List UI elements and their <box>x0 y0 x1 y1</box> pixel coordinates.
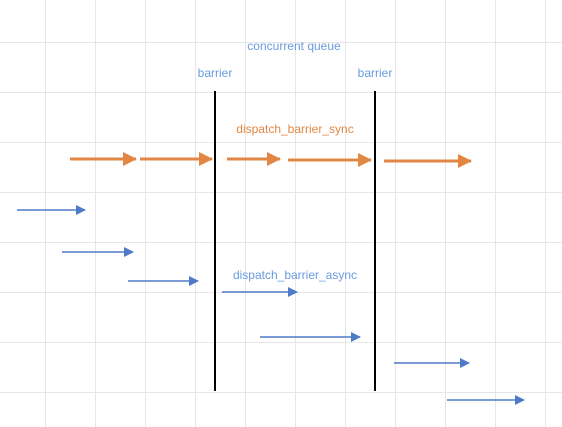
diagram-title: concurrent queue <box>247 39 341 53</box>
async-label: dispatch_barrier_async <box>233 268 357 282</box>
barrier-left-label: barrier <box>198 66 233 80</box>
sync-label: dispatch_barrier_sync <box>236 122 353 136</box>
barrier-right-label: barrier <box>358 66 393 80</box>
